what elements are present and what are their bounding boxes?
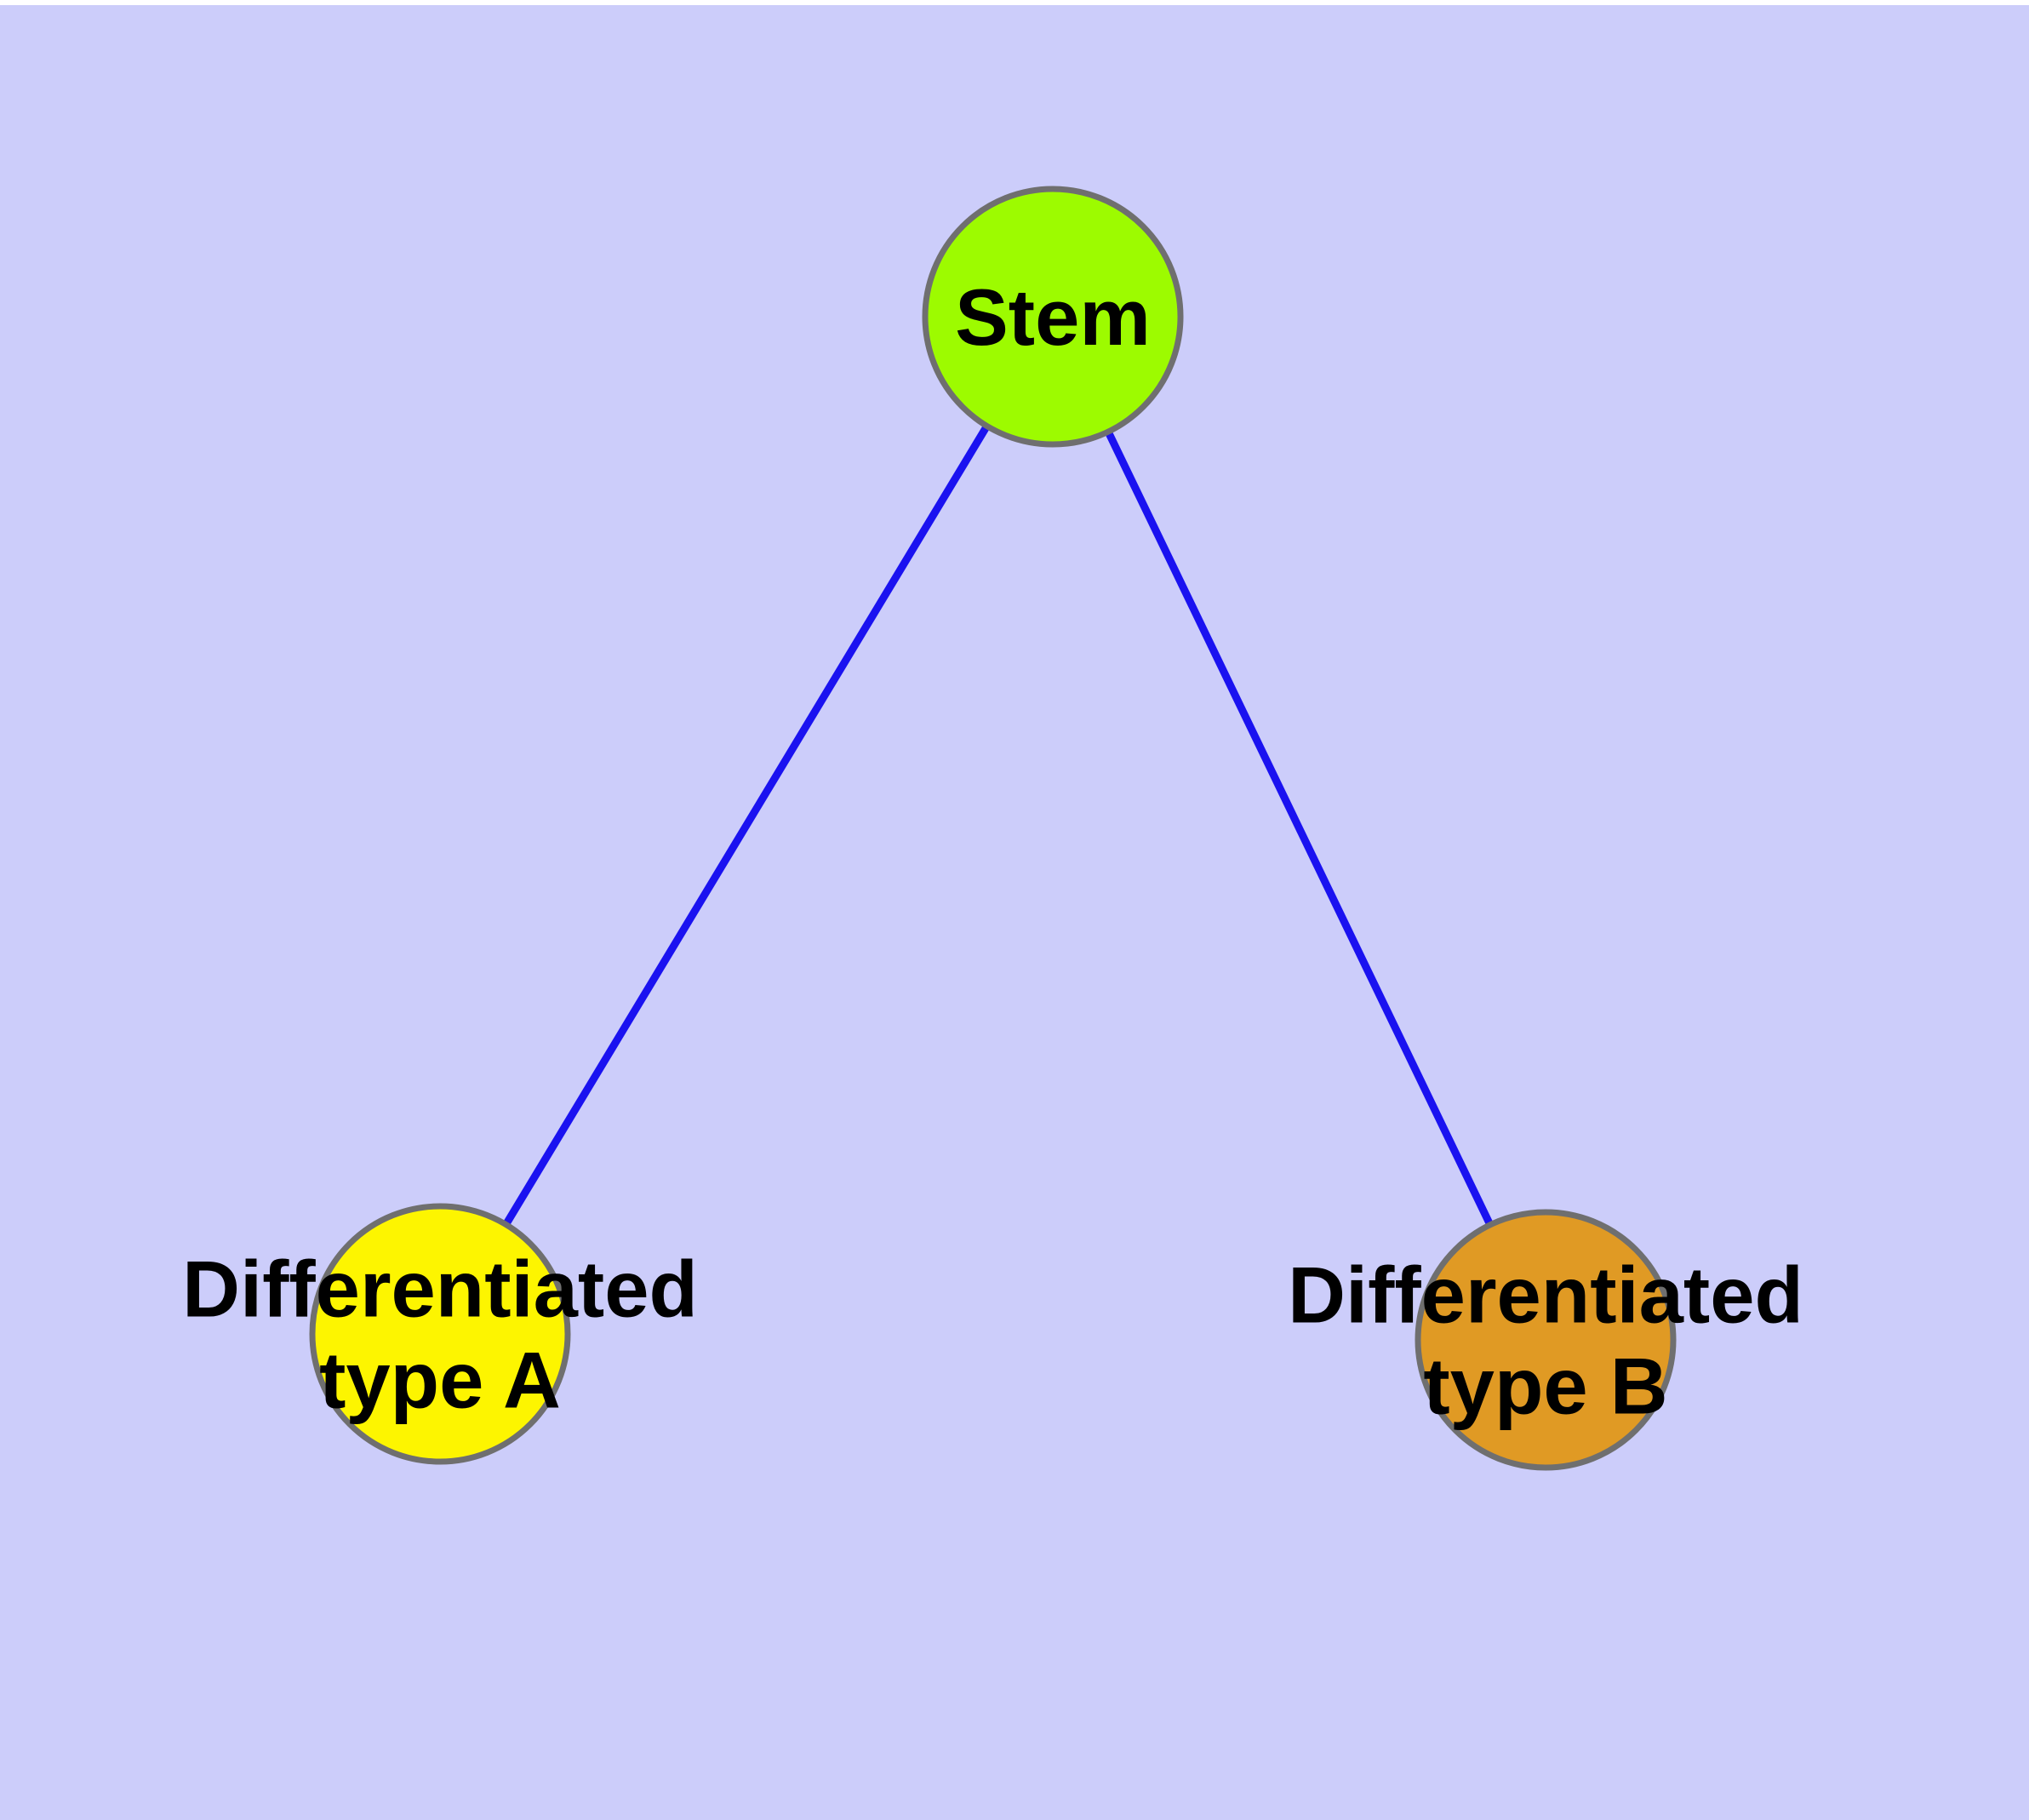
graph-node-stem[interactable]: Stem <box>922 186 1184 448</box>
node-label-line: Stem <box>955 272 1151 362</box>
node-circle-diff_b[interactable] <box>1415 1209 1677 1471</box>
node-label-stem: Stem <box>955 272 1151 362</box>
node-label-line: Differentiated <box>182 1245 698 1334</box>
graph-edge-stem-diff_a[interactable] <box>437 314 1056 1336</box>
node-label-line: Differentiated <box>1288 1251 1803 1340</box>
node-label-line: type B <box>1423 1342 1667 1431</box>
node-circle-stem[interactable] <box>922 186 1184 448</box>
edge-layer <box>437 314 1550 1342</box>
node-label-line: type A <box>319 1336 561 1425</box>
graph-edge-stem-diff_b[interactable] <box>1049 315 1550 1342</box>
node-circle-diff_a[interactable] <box>309 1203 571 1465</box>
